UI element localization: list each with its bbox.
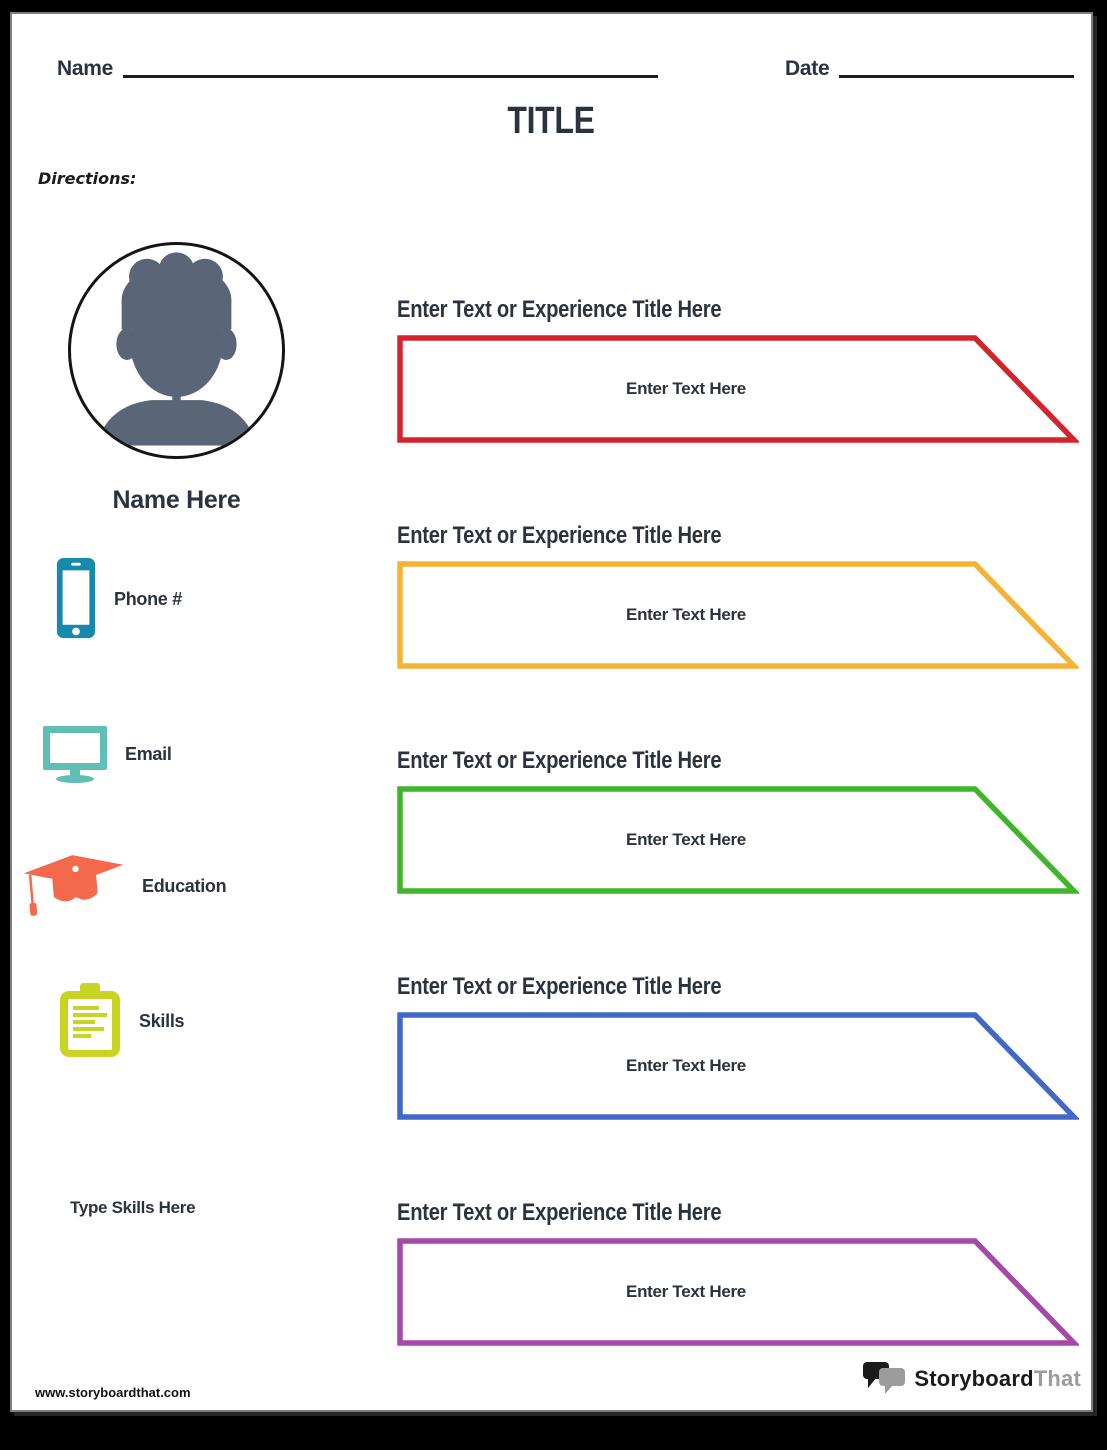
- experience-body-placeholder[interactable]: Enter Text Here: [626, 830, 746, 849]
- trapezoid-outline: [397, 1238, 1079, 1346]
- education-label[interactable]: Education: [142, 875, 227, 896]
- experience-box[interactable]: Enter Text Here: [397, 335, 1079, 443]
- experience-section-2: Enter Text or Experience Title Here Ente…: [397, 522, 1079, 669]
- experience-section-3: Enter Text or Experience Title Here Ente…: [397, 747, 1079, 894]
- avatar[interactable]: [68, 242, 285, 459]
- phone-icon: [56, 557, 96, 639]
- experience-section-1: Enter Text or Experience Title Here Ente…: [397, 296, 1079, 443]
- trapezoid-outline: [397, 786, 1079, 894]
- experience-title[interactable]: Enter Text or Experience Title Here: [397, 747, 722, 774]
- contact-item-email: Email: [42, 725, 172, 783]
- experience-body-placeholder[interactable]: Enter Text Here: [626, 605, 746, 624]
- contact-item-phone: Phone #: [55, 555, 182, 643]
- experience-title[interactable]: Enter Text or Experience Title Here: [397, 1199, 722, 1226]
- experience-box[interactable]: Enter Text Here: [397, 1012, 1079, 1120]
- clipboard-icon: [60, 983, 120, 1057]
- contact-item-skills: Skills: [58, 983, 185, 1059]
- skills-placeholder-text[interactable]: Type Skills Here: [70, 1198, 196, 1217]
- footer-url: www.storyboardthat.com: [35, 1385, 191, 1400]
- experience-title[interactable]: Enter Text or Experience Title Here: [397, 973, 722, 1000]
- name-label: Name: [57, 57, 113, 80]
- logo-text: StoryboardThat: [914, 1365, 1081, 1391]
- experience-title[interactable]: Enter Text or Experience Title Here: [397, 522, 722, 549]
- experience-section-4: Enter Text or Experience Title Here Ente…: [397, 973, 1079, 1120]
- graduation-cap-icon: [23, 855, 124, 916]
- date-input-line[interactable]: [839, 75, 1075, 78]
- experience-body-placeholder[interactable]: Enter Text Here: [626, 1282, 746, 1301]
- experience-box[interactable]: Enter Text Here: [397, 1238, 1079, 1346]
- date-field-row: Date: [785, 57, 1075, 80]
- trapezoid-outline: [397, 335, 1079, 443]
- skills-label[interactable]: Skills: [139, 1010, 185, 1031]
- name-input-line[interactable]: [123, 75, 658, 78]
- email-label[interactable]: Email: [125, 743, 172, 764]
- name-field-row: Name: [57, 58, 658, 79]
- date-label: Date: [785, 57, 830, 80]
- profile-name-placeholder[interactable]: Name Here: [112, 486, 241, 514]
- experience-section-5: Enter Text or Experience Title Here Ente…: [397, 1199, 1079, 1346]
- phone-label[interactable]: Phone #: [114, 588, 182, 609]
- person-silhouette-icon: [96, 252, 257, 446]
- experience-body-placeholder[interactable]: Enter Text Here: [626, 379, 746, 398]
- speech-bubbles-icon: [863, 1362, 906, 1394]
- storyboardthat-logo: StoryboardThat: [863, 1362, 1081, 1395]
- experience-title[interactable]: Enter Text or Experience Title Here: [397, 296, 722, 323]
- experience-body-placeholder[interactable]: Enter Text Here: [626, 1056, 746, 1075]
- directions-label: Directions:: [38, 169, 137, 188]
- experience-box[interactable]: Enter Text Here: [397, 786, 1079, 894]
- contact-item-education: Education: [23, 855, 227, 917]
- worksheet-page: Name Date TITLE Directions: Name Here: [10, 12, 1093, 1412]
- trapezoid-outline: [397, 1012, 1079, 1120]
- experience-box[interactable]: Enter Text Here: [397, 561, 1079, 669]
- monitor-icon: [43, 726, 107, 783]
- page-title[interactable]: TITLE: [507, 100, 596, 142]
- trapezoid-outline: [397, 561, 1079, 669]
